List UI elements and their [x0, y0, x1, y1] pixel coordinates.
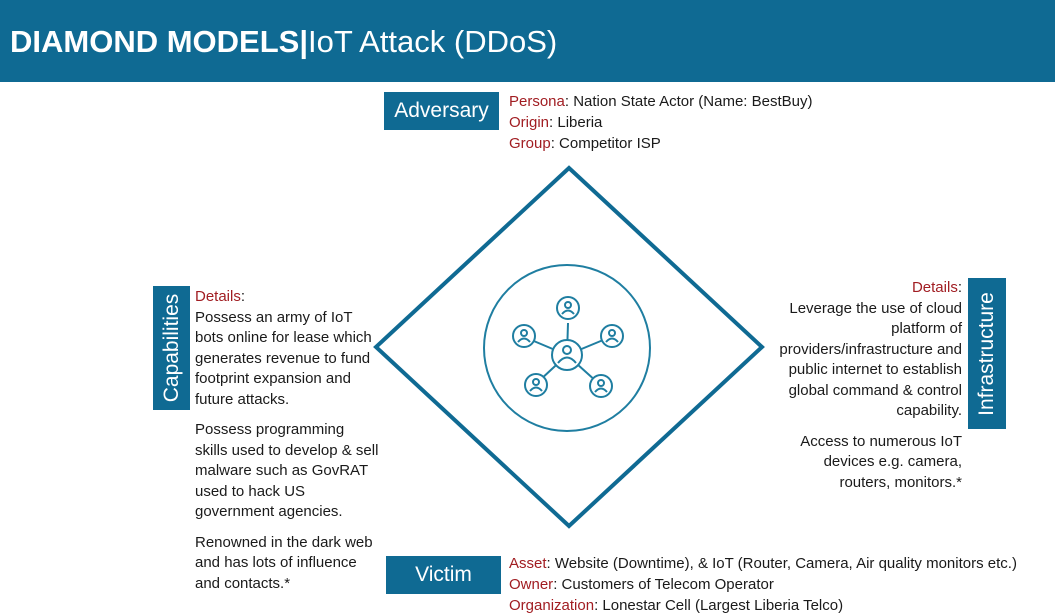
capabilities-label: Capabilities: [159, 293, 183, 403]
infrastructure-label-box: Infrastructure: [968, 278, 1006, 429]
title-separator: |: [299, 23, 309, 59]
infrastructure-paragraph: Access to numerous IoT devices e.g. came…: [800, 432, 962, 491]
capabilities-paragraph: Possess programming skills used to devel…: [195, 421, 379, 520]
victim-info: Asset: Website (Downtime), & IoT (Router…: [509, 553, 1017, 616]
header-bar: DIAMOND MODELS|IoT Attack (DDoS): [0, 0, 1055, 82]
capabilities-label-box: Capabilities: [153, 286, 190, 410]
infrastructure-details: Details: Leverage the use of cloud platf…: [775, 278, 962, 503]
victim-row-owner: Owner: Customers of Telecom Operator: [509, 576, 774, 593]
adversary-row-origin: Origin: Liberia: [509, 114, 603, 131]
victim-row-asset: Asset: Website (Downtime), & IoT (Router…: [509, 555, 1017, 572]
network-people-icon: [483, 264, 651, 432]
adversary-label: Adversary: [394, 99, 489, 122]
page-title: DIAMOND MODELS|IoT Attack (DDoS): [10, 26, 557, 57]
diamond-shape: [373, 165, 765, 529]
infrastructure-label: Infrastructure: [975, 291, 998, 416]
victim-row-organization: Organization: Lonestar Cell (Largest Lib…: [509, 597, 844, 614]
adversary-row-persona: Persona: Nation State Actor (Name: BestB…: [509, 93, 813, 110]
capabilities-paragraph: Renowned in the dark web and has lots of…: [195, 533, 373, 592]
capabilities-paragraph: Possess an army of IoT bots online for l…: [195, 308, 372, 408]
victim-label-box: Victim: [386, 556, 501, 594]
adversary-label-box: Adversary: [384, 92, 499, 130]
victim-label: Victim: [415, 563, 472, 586]
capabilities-details: Details: Possess an army of IoT bots onl…: [195, 287, 380, 604]
adversary-row-group: Group: Competitor ISP: [509, 135, 661, 152]
capabilities-details-heading: Details:: [195, 288, 246, 305]
infrastructure-paragraph: Leverage the use of cloud platform of pr…: [779, 299, 962, 420]
adversary-info: Persona: Nation State Actor (Name: BestB…: [509, 91, 812, 154]
title-rest: IoT Attack (DDoS): [308, 23, 558, 59]
infrastructure-details-heading: Details:: [911, 279, 962, 296]
title-bold: DIAMOND MODELS: [10, 23, 300, 59]
